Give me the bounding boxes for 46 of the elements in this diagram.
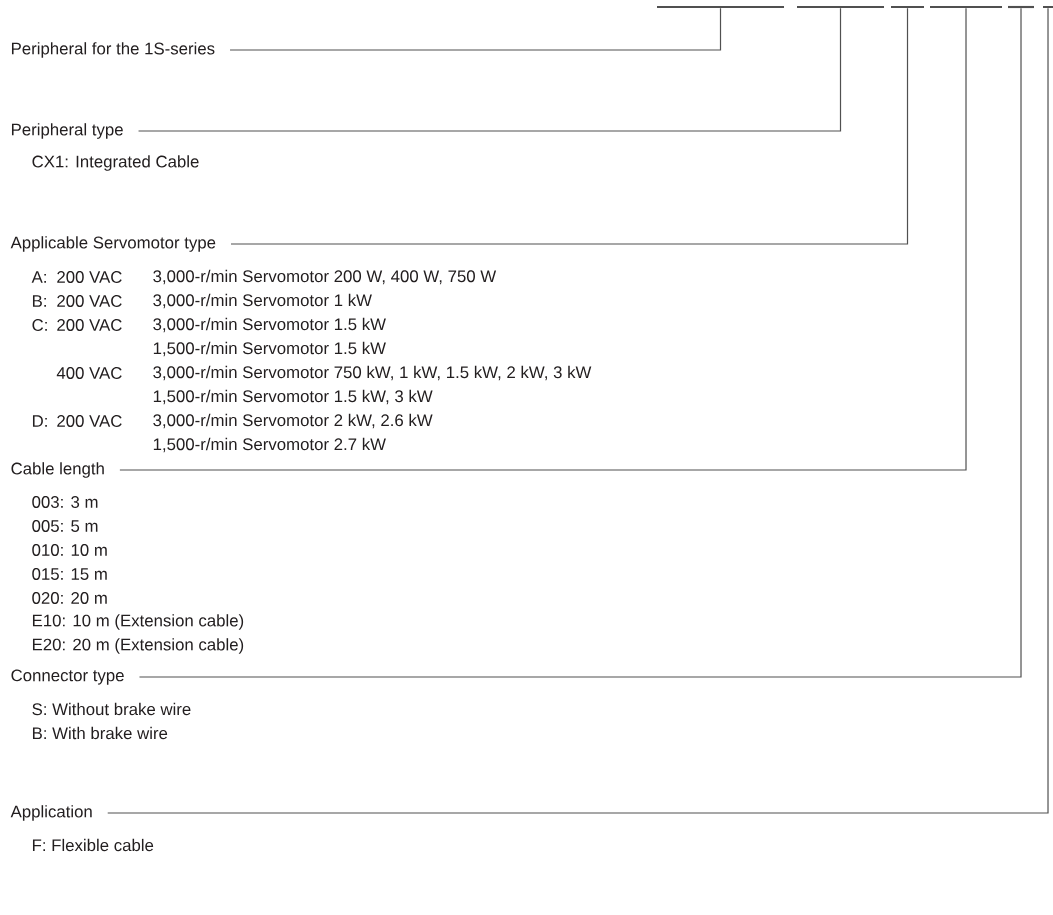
heading-text: Application <box>10 805 92 821</box>
option-text: D: <box>33 415 47 427</box>
option-text: E20: 20 m (Extension cable) <box>33 638 244 654</box>
heading-text: Peripheral for the 1S-series <box>12 42 215 58</box>
option-text: B: <box>33 295 46 307</box>
leader-line <box>138 7 1022 678</box>
heading-text: Peripheral type <box>12 123 123 139</box>
option-text: 015: 15 m <box>32 568 107 580</box>
option-text: 3,000-r/min Servomotor 200 W, 400 W, 750 W <box>153 269 497 285</box>
heading-text: Applicable Servomotor type <box>10 236 216 252</box>
option-text: 1,500-r/min Servomotor 1.5 kW, 3 kW <box>153 389 433 405</box>
option-text: 3,000-r/min Servomotor 1.5 kW <box>153 317 386 333</box>
option-text: 1,500-r/min Servomotor 2.7 kW <box>153 437 386 453</box>
option-text: 005: 5 m <box>32 520 98 532</box>
option-text: 1,500-r/min Servomotor 1.5 kW <box>153 341 386 357</box>
option-text: E10: 10 m (Extension cable) <box>33 614 244 630</box>
option-text: 3,000-r/min Servomotor 1 kW <box>153 293 372 309</box>
leader-line <box>137 7 842 132</box>
heading-text: Cable length <box>11 462 104 478</box>
option-text: C: <box>32 319 47 331</box>
option-text: B: With brake wire <box>33 726 168 740</box>
option-text: 003: 3 m <box>32 496 98 508</box>
option-text: 3,000-r/min Servomotor 750 kW, 1 kW, 1.5 kW, 2 kW, 3 kW <box>153 365 592 381</box>
option-text: 200 VAC <box>57 415 122 427</box>
leader-line <box>229 7 722 51</box>
option-text: CX1: Integrated Cable <box>32 155 199 171</box>
option-text: 3,000-r/min Servomotor 2 kW, 2.6 kW <box>153 413 433 429</box>
option-text: 200 VAC <box>57 295 122 307</box>
segment-bar <box>797 5 884 9</box>
heading-text: Connector type <box>11 669 124 685</box>
segment-bar <box>657 5 784 9</box>
option-text: A: <box>31 271 46 283</box>
leader-line <box>230 7 909 245</box>
segment-bar <box>891 5 924 9</box>
leader-line <box>119 7 967 471</box>
leader-line <box>107 7 1049 814</box>
segment-bar <box>1008 5 1034 9</box>
option-text: 200 VAC <box>57 271 122 283</box>
option-text: S: Without brake wire <box>32 702 191 716</box>
option-text: F: Flexible cable <box>33 838 154 852</box>
segment-bar <box>930 5 1002 9</box>
option-text: 010: 10 m <box>32 544 107 556</box>
option-text: 400 VAC <box>56 367 122 379</box>
option-text: 200 VAC <box>57 319 122 331</box>
segment-bar <box>1043 5 1053 9</box>
option-text: 020: 20 m <box>32 592 107 604</box>
